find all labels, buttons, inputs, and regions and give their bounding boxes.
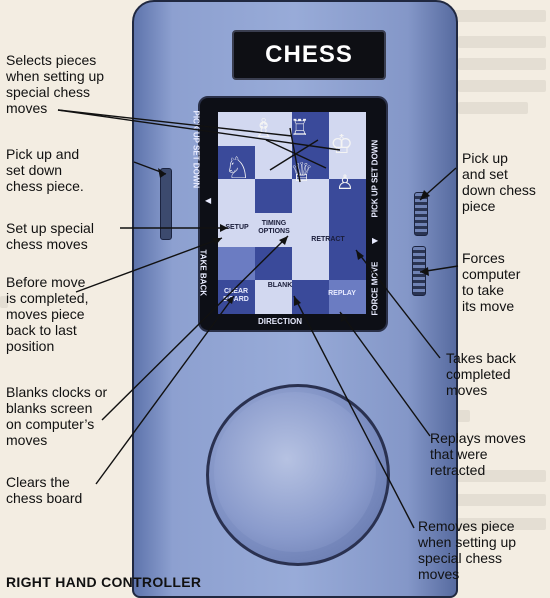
label-pick-up-left: Pick up and set down chess piece. (6, 146, 84, 194)
label-setup-special: Set up special chess moves (6, 220, 94, 252)
arrow-right-icon: ▶ (372, 236, 379, 245)
title-plate: CHESS (232, 30, 386, 80)
clear-board-button[interactable]: CLEAR BOARD (223, 288, 249, 303)
label-replays: Replays moves that were retracted (430, 430, 526, 478)
label-before-move: Before move is completed, moves piece ba… (6, 274, 89, 354)
retract-button[interactable]: RETRACT (311, 236, 345, 243)
right-pick-up-button[interactable] (414, 192, 428, 236)
chess-screen: ♗ ♖ ♔ ♘ ♕ ♙ SETUP TIMING OPTIONS RETRACT… (218, 112, 366, 314)
label-clears: Clears the chess board (6, 474, 83, 506)
pawn-icon: ♙ (336, 170, 354, 194)
frame-label-direction: DIRECTION (258, 317, 302, 326)
label-forces: Forces computer to take its move (462, 250, 521, 314)
label-pick-up-right: Pick up and set down chess piece (462, 150, 536, 214)
label-takes-back: Takes back completed moves (446, 350, 517, 398)
device-title: CHESS (265, 41, 353, 68)
rook-icon: ♖ (290, 116, 310, 141)
replay-button[interactable]: REPLAY (328, 290, 356, 297)
label-blanks-clocks: Blanks clocks or blanks screen on comput… (6, 384, 108, 448)
setup-button[interactable]: SETUP (225, 224, 249, 231)
label-selects-pieces: Selects pieces when setting up special c… (6, 52, 105, 116)
queen-icon: ♕ (290, 158, 314, 188)
left-pick-up-button[interactable] (160, 168, 172, 240)
arrow-left-icon: ◀ (205, 196, 212, 205)
label-removes: Removes piece when setting up special ch… (418, 518, 517, 582)
speaker-dome-highlight (214, 392, 376, 552)
knight-icon: ♘ (224, 151, 251, 186)
timing-options-button[interactable]: TIMING OPTIONS (258, 220, 290, 235)
blank-button[interactable]: BLANK (267, 282, 293, 289)
bishop-icon: ♗ (252, 114, 276, 144)
board-grid (218, 112, 366, 314)
caption: RIGHT HAND CONTROLLER (6, 574, 202, 590)
king-icon: ♔ (330, 130, 354, 160)
